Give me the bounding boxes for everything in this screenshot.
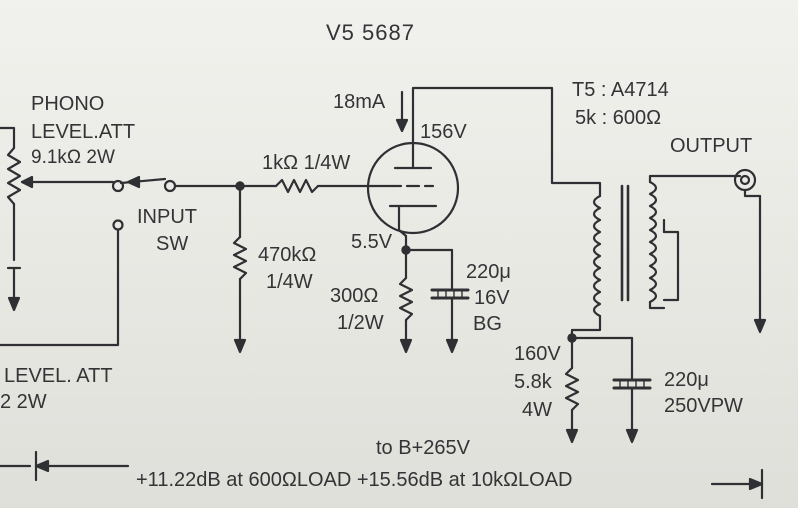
cathode-resistor bbox=[398, 276, 414, 322]
plate-circuit bbox=[395, 86, 602, 198]
grid-resistor-label: 1kΩ 1/4W bbox=[262, 152, 351, 174]
plate-current: 18mA bbox=[333, 91, 386, 113]
triode-tube bbox=[366, 141, 460, 238]
supply-voltage-node: 160V bbox=[514, 343, 561, 365]
lower-att-line2: 2 2W bbox=[0, 391, 47, 413]
dimension-line bbox=[0, 450, 764, 500]
arrow-icon bbox=[625, 428, 639, 444]
output-transformer bbox=[570, 174, 767, 340]
cathode-resistor-value: 300Ω bbox=[330, 285, 379, 307]
phono-attenuator bbox=[0, 126, 46, 312]
gain-note: +11.22dB at 600ΩLOAD +15.56dB at 10kΩLOA… bbox=[136, 469, 573, 491]
cathode-voltage: 5.5V bbox=[351, 231, 393, 253]
transformer-core bbox=[620, 184, 630, 302]
dim-arrow-icon bbox=[748, 477, 764, 491]
supply-network bbox=[564, 333, 652, 444]
input-sw-line1: INPUT bbox=[137, 206, 197, 228]
arrow-icon bbox=[7, 296, 21, 312]
supply-resistor bbox=[564, 366, 580, 412]
arrow-icon bbox=[233, 338, 247, 354]
primary-winding bbox=[592, 194, 602, 318]
cathode-network bbox=[398, 234, 470, 354]
arrow-icon bbox=[399, 338, 413, 354]
supply-cap-value: 220μ bbox=[664, 369, 709, 391]
arrow-icon bbox=[445, 338, 459, 354]
lower-att-line1: LEVEL. ATT bbox=[4, 365, 113, 387]
switch-contact bbox=[163, 179, 177, 193]
grid-resistor bbox=[238, 178, 374, 194]
cathode-cap-type: BG bbox=[473, 313, 502, 335]
tube-name: V5 5687 bbox=[326, 20, 415, 45]
dim-arrow-icon bbox=[34, 459, 50, 473]
plate-voltage: 156V bbox=[420, 121, 467, 143]
switch-contact bbox=[112, 219, 124, 231]
switch-arrow-icon bbox=[126, 175, 141, 189]
output-terminal bbox=[733, 168, 762, 198]
grid-leak-value: 470kΩ bbox=[258, 244, 317, 266]
supply-resistor-power: 4W bbox=[522, 399, 552, 421]
input-sw-line2: SW bbox=[156, 233, 189, 255]
grid-leak-resistor bbox=[232, 181, 248, 354]
supply-resistor-value: 5.8k bbox=[514, 371, 552, 393]
wiper-arrow-icon bbox=[20, 175, 34, 189]
phono-att-line1: PHONO bbox=[31, 93, 105, 115]
grid-leak-power: 1/4W bbox=[266, 271, 313, 293]
supply-cap-voltage: 250VPW bbox=[664, 395, 743, 417]
phono-att-line2: LEVEL.ATT bbox=[31, 121, 136, 143]
transformer-name: T5 : A4714 bbox=[572, 79, 669, 101]
cathode-cap-value: 220μ bbox=[466, 261, 511, 283]
cathode-resistor-power: 1/2W bbox=[337, 312, 384, 334]
transformer-impedance: 5k : 600Ω bbox=[575, 107, 662, 129]
phono-att-value: 9.1kΩ 2W bbox=[31, 147, 115, 168]
output-label: OUTPUT bbox=[670, 135, 753, 157]
switch-contact bbox=[111, 179, 125, 193]
arrow-icon bbox=[753, 318, 767, 334]
secondary-winding bbox=[648, 180, 658, 304]
arrow-icon bbox=[565, 428, 579, 444]
supply-note: to B+265V bbox=[376, 437, 470, 459]
current-arrow-icon bbox=[395, 118, 409, 133]
cathode-cap-voltage: 16V bbox=[474, 287, 510, 309]
input-switch bbox=[0, 175, 242, 347]
